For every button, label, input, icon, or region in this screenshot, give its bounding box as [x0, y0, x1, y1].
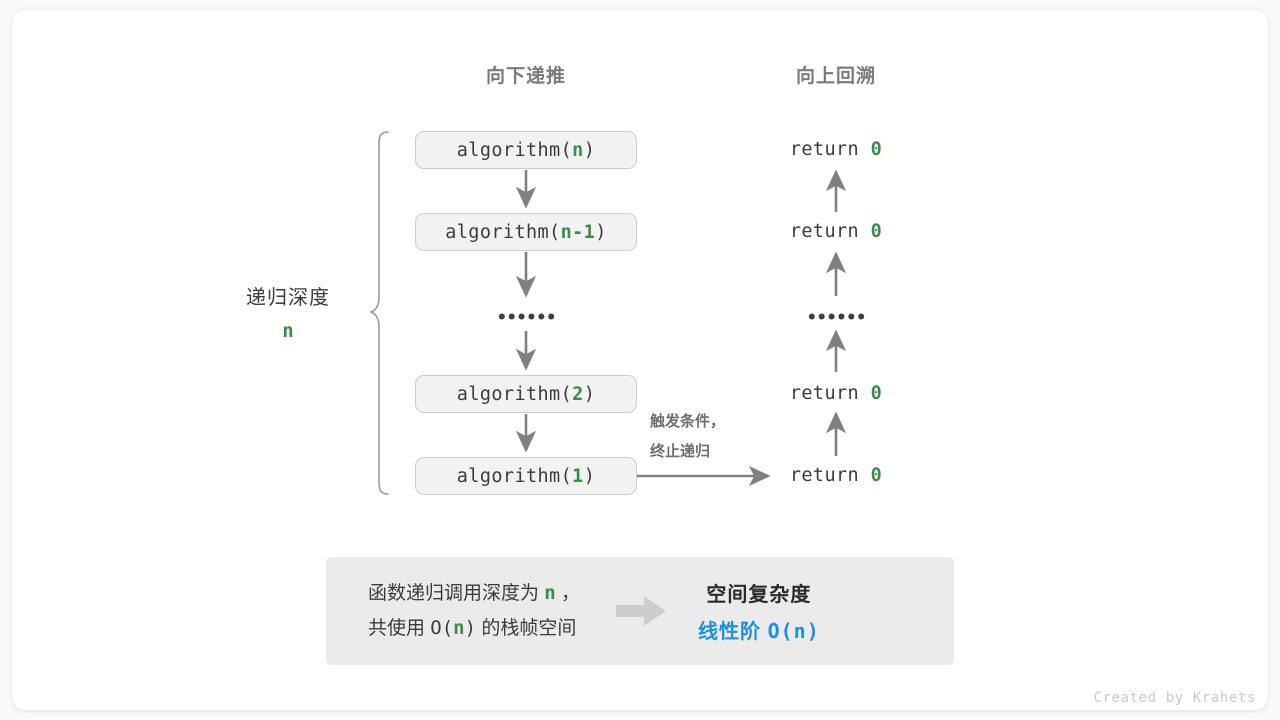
- summary-conclusion: 空间复杂度 线性阶 O(n): [698, 578, 820, 644]
- return-statement-4: return 0: [790, 465, 882, 486]
- complexity-order-label: 线性阶: [698, 621, 768, 643]
- summary-line2-highlight: n: [453, 617, 465, 639]
- summary-line1-highlight: n: [544, 582, 556, 604]
- recursion-depth-text: 递归深度: [246, 287, 330, 309]
- return-statement-2: return 0: [790, 221, 882, 242]
- summary-line2-b: 的栈帧空间: [476, 618, 577, 639]
- frame-arg: n: [572, 139, 584, 161]
- recursion-depth-label: 递归深度 n: [246, 281, 330, 342]
- frame-suffix: ): [583, 383, 596, 405]
- summary-line2-open: O(: [430, 617, 454, 639]
- frame-prefix: algorithm(: [456, 383, 573, 405]
- frame-arg: 1: [572, 465, 584, 487]
- base-case-note-line1: 触发条件，: [650, 413, 726, 430]
- return-value: 0: [870, 139, 883, 160]
- space-complexity-title: 空间复杂度: [706, 584, 812, 606]
- summary-description-line2: 共使用 O(n) 的栈帧空间: [368, 611, 580, 646]
- summary-line1-b: ，: [555, 583, 581, 604]
- base-case-note-line2: 终止递归: [650, 443, 711, 460]
- summary-description: 函数递归调用深度为 n ， 共使用 O(n) 的栈帧空间: [368, 576, 580, 646]
- complexity-notation: O(n): [767, 619, 820, 643]
- base-case-note: 触发条件， 终止递归: [650, 407, 725, 467]
- summary-line2-close: ): [464, 617, 477, 639]
- watermark-credit: Created by Krahets: [1093, 690, 1256, 706]
- heading-backtrack-up: 向上回溯: [795, 66, 877, 87]
- heading-recurse-down: 向下递推: [485, 66, 567, 87]
- return-value: 0: [870, 383, 883, 404]
- return-value: 0: [870, 221, 883, 242]
- call-frame-algorithm-n-1: algorithm(n-1): [415, 213, 637, 251]
- frame-prefix: algorithm(: [445, 221, 561, 243]
- right-block-arrow-icon: [616, 596, 667, 626]
- return-statement-3: return 0: [790, 383, 882, 404]
- recursion-depth-value: n: [282, 320, 294, 342]
- return-keyword: return: [789, 465, 860, 486]
- return-keyword: return: [789, 139, 860, 160]
- ellipsis-right: ••••••: [806, 308, 866, 328]
- return-statement-1: return 0: [790, 139, 882, 160]
- frame-prefix: algorithm(: [456, 139, 573, 161]
- frame-prefix: algorithm(: [456, 465, 573, 487]
- summary-panel: 函数递归调用深度为 n ， 共使用 O(n) 的栈帧空间 空间复杂度 线性阶 O…: [326, 557, 954, 665]
- frame-suffix: ): [595, 221, 607, 243]
- ellipsis-left: ••••••: [496, 308, 556, 328]
- summary-line1-a: 函数递归调用深度为: [368, 583, 545, 604]
- return-keyword: return: [789, 221, 860, 242]
- call-frame-algorithm-n: algorithm(n): [415, 131, 637, 169]
- frame-suffix: ): [583, 139, 596, 161]
- frame-suffix: ): [583, 465, 596, 487]
- space-complexity-value: 线性阶 O(n): [698, 615, 820, 644]
- frame-arg: 2: [572, 383, 584, 405]
- summary-line2-a: 共使用: [368, 618, 431, 639]
- call-frame-algorithm-1: algorithm(1): [415, 457, 637, 495]
- frame-arg: n-1: [560, 221, 596, 243]
- return-keyword: return: [789, 383, 860, 404]
- call-frame-algorithm-2: algorithm(2): [415, 375, 637, 413]
- return-value: 0: [870, 465, 883, 486]
- summary-description-line1: 函数递归调用深度为 n ，: [368, 576, 580, 611]
- depth-brace-icon: [370, 131, 389, 495]
